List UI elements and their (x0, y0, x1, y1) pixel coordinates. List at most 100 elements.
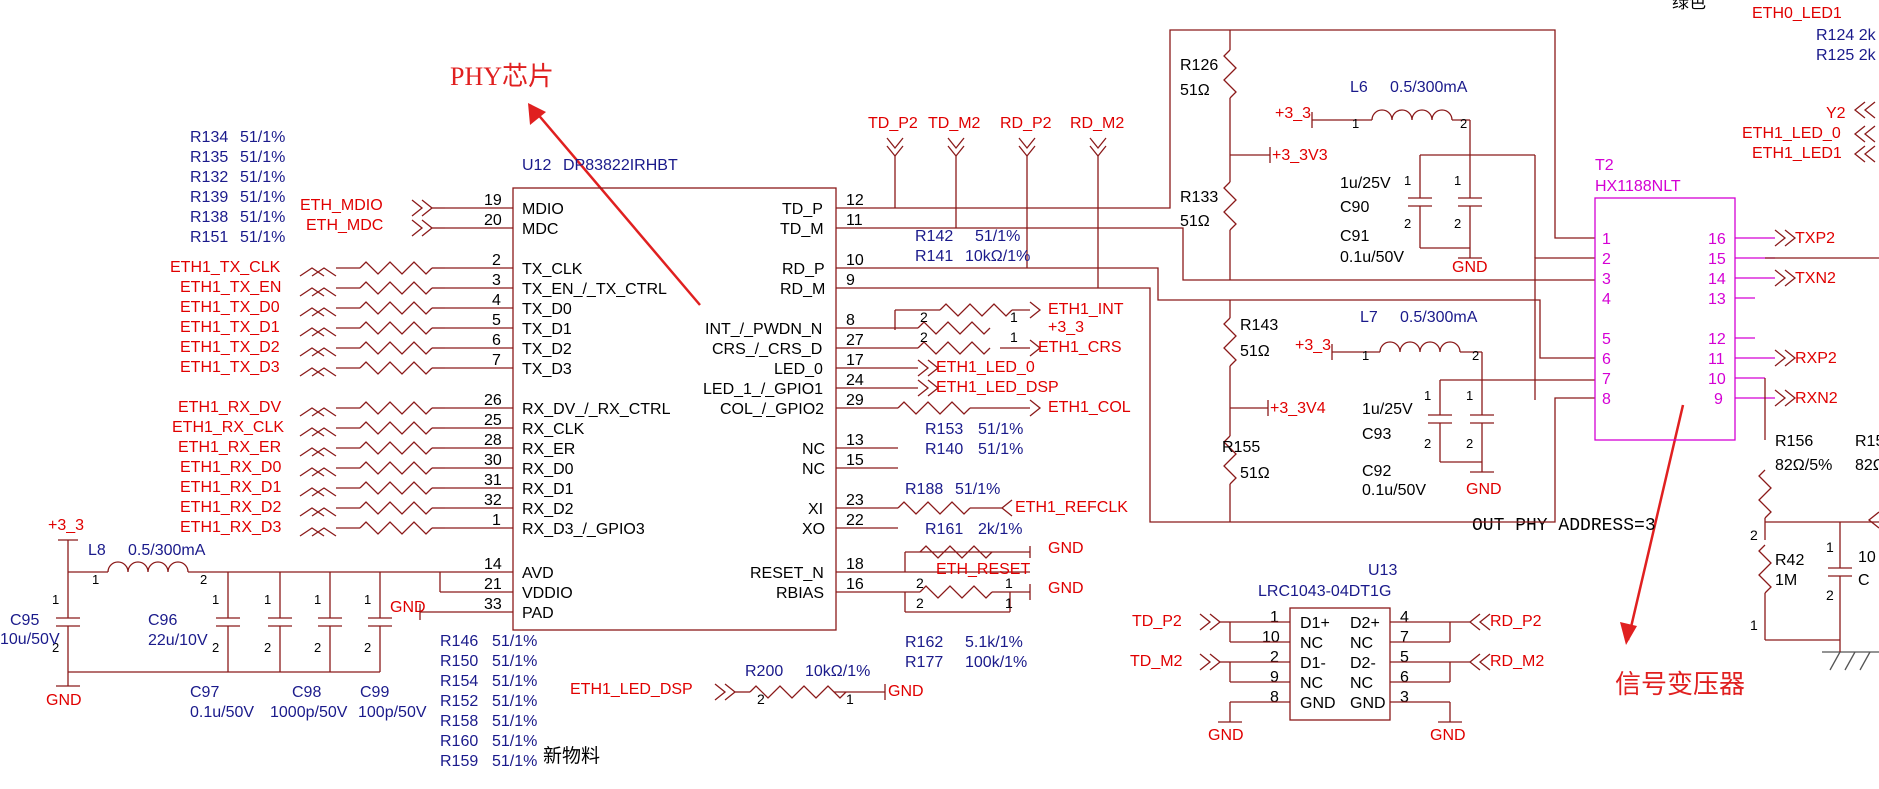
svg-text:R151: R151 (190, 229, 228, 246)
svg-text:R125 2k: R125 2k (1816, 47, 1877, 64)
svg-text:2k/1%: 2k/1% (978, 521, 1022, 538)
svg-text:C98: C98 (292, 684, 321, 701)
svg-text:51/1%: 51/1% (492, 633, 537, 650)
svg-text:7: 7 (1400, 629, 1409, 646)
svg-text:51/1%: 51/1% (240, 149, 285, 166)
svg-text:1: 1 (264, 592, 271, 607)
svg-text:1: 1 (1005, 595, 1013, 611)
gnd-u13-right: GND (1430, 727, 1466, 744)
svg-text:2: 2 (200, 572, 207, 587)
gnd-c91: GND (1452, 259, 1488, 276)
svg-text:R200: R200 (745, 663, 783, 680)
svg-text:2: 2 (314, 640, 321, 655)
svg-text:1: 1 (52, 592, 59, 607)
svg-text:D2+: D2+ (1350, 615, 1380, 632)
annotation-arrow-phy (529, 104, 701, 306)
svg-text:1: 1 (212, 592, 219, 607)
svg-text:D1+: D1+ (1300, 615, 1330, 632)
svg-text:RX_D1: RX_D1 (522, 481, 574, 498)
svg-text:10: 10 (1858, 549, 1876, 566)
l8-inductor (107, 561, 189, 573)
mdc-net: ETH_MDC (306, 217, 445, 237)
net-eth1-tx-d2: ETH1_TX_D2 (180, 339, 445, 357)
svg-text:ETH0_LED1: ETH0_LED1 (1752, 5, 1842, 22)
r126-resistor (1223, 49, 1237, 99)
svg-text:1: 1 (846, 691, 854, 707)
svg-text:RD_M2: RD_M2 (1070, 115, 1124, 132)
svg-text:15: 15 (846, 452, 864, 469)
svg-text:51Ω: 51Ω (1240, 343, 1270, 360)
svg-text:26: 26 (484, 392, 502, 409)
svg-text:D1-: D1- (1300, 655, 1326, 672)
net-eth1-refclk: ETH1_REFCLK (1015, 499, 1128, 516)
svg-text:NC: NC (1300, 635, 1323, 652)
svg-text:1: 1 (1826, 539, 1834, 555)
net-eth1-rx-dv: ETH1_RX_DV (178, 399, 445, 417)
svg-text:ETH_MDIO: ETH_MDIO (300, 197, 383, 214)
r155-resistor (1223, 435, 1237, 485)
annotation-transformer: 信号变压器 (1615, 670, 1745, 699)
l8-val: 0.5/300mA (128, 542, 206, 559)
svg-text:C97: C97 (190, 684, 219, 701)
net-eth1-rx-d1: ETH1_RX_D1 (180, 479, 445, 497)
net-rdm2-tvs: RD_M2 (1490, 653, 1544, 670)
svg-text:XO: XO (802, 521, 825, 538)
svg-text:RESET_N: RESET_N (750, 565, 824, 582)
svg-text:51/1%: 51/1% (492, 713, 537, 730)
svg-text:L7: L7 (1360, 309, 1378, 326)
net-eth1-rx-d2: ETH1_RX_D2 (180, 499, 445, 517)
svg-text:51/1%: 51/1% (492, 693, 537, 710)
svg-text:R146: R146 (440, 633, 478, 650)
svg-text:51/1%: 51/1% (240, 229, 285, 246)
svg-text:51/1%: 51/1% (978, 441, 1023, 458)
svg-text:8: 8 (1270, 689, 1279, 706)
svg-text:22: 22 (846, 512, 864, 529)
svg-text:51/1%: 51/1% (492, 653, 537, 670)
svg-text:MDC: MDC (522, 221, 558, 238)
net-eth1-rx-d3: ETH1_RX_D3 (180, 519, 445, 537)
svg-text:10u/50V: 10u/50V (0, 631, 60, 648)
svg-text:5: 5 (1602, 331, 1611, 348)
svg-text:1: 1 (1362, 348, 1369, 363)
svg-text:RX_DV_/_RX_CTRL: RX_DV_/_RX_CTRL (522, 401, 671, 418)
svg-text:NC: NC (802, 461, 825, 478)
r42-resistor (1758, 544, 1772, 594)
net-rxp2: RXP2 (1795, 350, 1837, 367)
net-plus33-l6: +3_3 (1275, 105, 1311, 122)
svg-text:R155: R155 (1222, 439, 1260, 456)
svg-text:1: 1 (1454, 173, 1461, 188)
net-rdp2-tvs: RD_P2 (1490, 613, 1542, 630)
svg-text:TX_CLK: TX_CLK (522, 261, 583, 278)
net-eth1-crs: ETH1_CRS (1038, 339, 1122, 356)
net-eth1-led0: ETH1_LED_0 (936, 359, 1035, 376)
svg-text:RX_D3_/_GPIO3: RX_D3_/_GPIO3 (522, 521, 645, 538)
t2-left-pins: 1 2 3 4 5 6 7 8 (1602, 231, 1611, 408)
svg-text:R150: R150 (440, 653, 478, 670)
svg-text:51/1%: 51/1% (240, 129, 285, 146)
svg-text:8: 8 (1602, 391, 1611, 408)
t2-right-pins: 16 15 14 13 12 11 10 9 (1708, 231, 1726, 408)
r133-resistor (1223, 181, 1237, 231)
svg-text:ETH1_TX_D3: ETH1_TX_D3 (180, 359, 280, 376)
svg-text:C: C (1858, 572, 1870, 589)
svg-text:1: 1 (1466, 388, 1473, 403)
net-eth1-led-dsp-2: ETH1_LED_DSP (570, 681, 693, 698)
gnd-c92: GND (1466, 481, 1502, 498)
u12-ref: U12 (522, 157, 551, 174)
svg-text:11: 11 (1708, 351, 1725, 368)
svg-text:17: 17 (846, 352, 864, 369)
l6-inductor (1371, 109, 1453, 121)
svg-text:1: 1 (1602, 231, 1611, 248)
net-eth1-led-dsp: ETH1_LED_DSP (936, 379, 1059, 396)
svg-text:ETH1_LED1: ETH1_LED1 (1752, 145, 1842, 162)
u12-pin-tx-d0: 4TX_D0 (445, 292, 572, 318)
